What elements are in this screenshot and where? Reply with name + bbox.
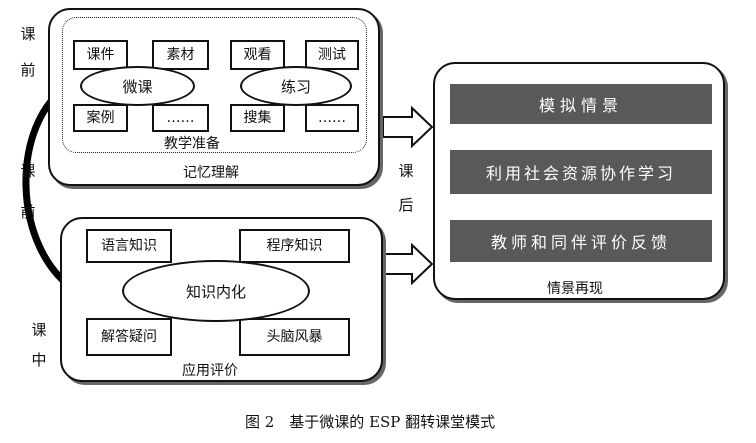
micro-lesson-ellipse: 微课: [80, 66, 195, 106]
test-box: 测试: [305, 40, 359, 70]
procedural-knowledge-label: 程序知识: [266, 238, 323, 254]
pre-class-label-mid-2: 前: [20, 203, 36, 221]
pre-class-label-top-1: 课: [20, 25, 36, 43]
hollow-arrow-top: [382, 105, 434, 149]
collect-box: 搜集: [230, 104, 285, 132]
language-knowledge-box: 语言知识: [86, 229, 172, 263]
language-knowledge-label: 语言知识: [101, 238, 157, 254]
practice-ellipse: 练习: [240, 66, 352, 106]
case-label: 案例: [86, 110, 115, 126]
practice-label: 练习: [280, 77, 311, 96]
ellipsis-label-2: ……: [318, 110, 346, 126]
pre-class-label-top-2: 前: [20, 61, 36, 79]
in-class-label-2: 中: [31, 351, 47, 369]
brainstorm-box: 头脑风暴: [239, 318, 350, 356]
figure-caption: 图 2 基于微课的 ESP 翻转课堂模式: [245, 413, 496, 431]
in-class-label-1: 课: [31, 321, 47, 339]
step-teacher-peer-feedback-label: 教师和同伴评价反馈: [490, 233, 671, 252]
hollow-arrow-bottom: [382, 242, 434, 286]
case-box: 案例: [73, 104, 128, 132]
pre-class-label-mid-1: 课: [20, 162, 36, 180]
step-teacher-peer-feedback: 教师和同伴评价反馈: [450, 220, 712, 262]
teaching-prep-area: [62, 17, 367, 153]
scenario-reproduction-label: 情景再现: [547, 281, 603, 297]
step-simulate-scenario-label: 模拟情景: [538, 96, 623, 115]
procedural-knowledge-box: 程序知识: [239, 229, 350, 263]
collect-label: 搜集: [243, 110, 272, 126]
knowledge-internalization-label: 知识内化: [185, 282, 246, 301]
ellipsis-label-1: ……: [166, 110, 195, 126]
application-evaluation-label: 应用评价: [182, 363, 238, 379]
ellipsis-box-1: ……: [152, 104, 209, 132]
teaching-prep-label: 教学准备: [164, 136, 220, 152]
brainstorm-label: 头脑风暴: [266, 329, 323, 345]
memory-understanding-label: 记忆理解: [183, 165, 239, 181]
material-box: 素材: [152, 40, 209, 70]
after-class-label-1: 课: [398, 162, 414, 180]
after-class-label-2: 后: [398, 196, 414, 214]
step-social-resources-label: 利用社会资源协作学习: [485, 164, 676, 183]
test-label: 测试: [318, 47, 346, 63]
answer-questions-label: 解答疑问: [101, 329, 157, 345]
knowledge-internalization-ellipse: 知识内化: [122, 260, 310, 322]
answer-questions-box: 解答疑问: [86, 318, 172, 356]
step-simulate-scenario: 模拟情景: [450, 84, 712, 124]
watch-label: 观看: [243, 47, 272, 63]
step-social-resources: 利用社会资源协作学习: [450, 150, 712, 194]
micro-lesson-label: 微课: [122, 77, 153, 96]
courseware-label: 课件: [86, 47, 115, 63]
courseware-box: 课件: [73, 40, 128, 70]
ellipsis-box-2: ……: [305, 104, 359, 132]
watch-box: 观看: [230, 40, 285, 70]
material-label: 素材: [166, 47, 195, 63]
